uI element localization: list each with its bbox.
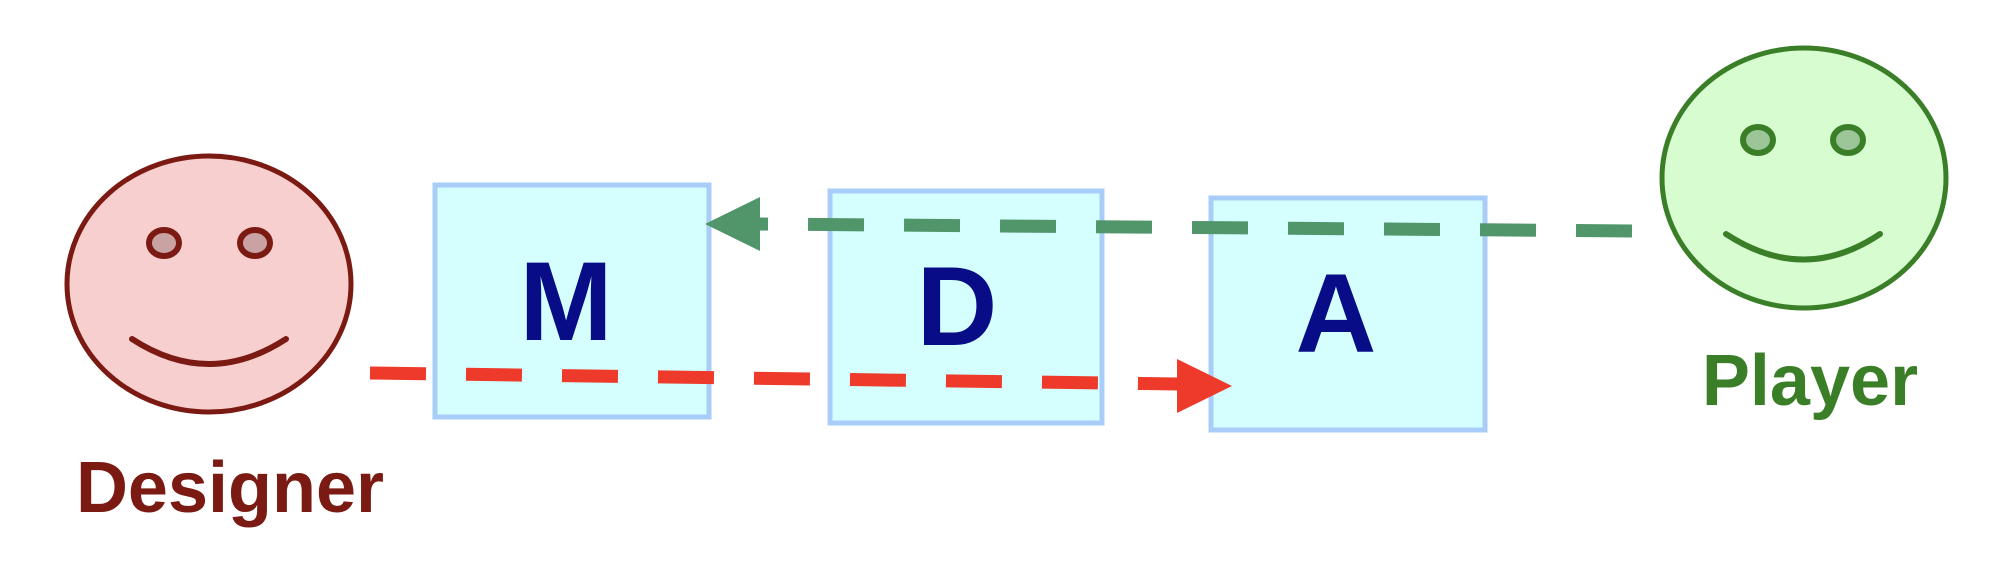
box-a-frame bbox=[1208, 195, 1488, 433]
designer-head bbox=[64, 153, 354, 415]
designer-arrow-line bbox=[369, 366, 1179, 391]
player-eye-left bbox=[1740, 124, 1776, 156]
box-a-letter: A bbox=[1296, 251, 1377, 376]
designer-label: Designer bbox=[76, 448, 384, 528]
player-smile bbox=[1723, 231, 1883, 263]
box-m-letter: M bbox=[519, 239, 612, 364]
player-arrowhead-icon bbox=[705, 197, 760, 251]
designer-eye-left bbox=[146, 227, 182, 259]
designer-smile bbox=[129, 336, 289, 367]
box-d-letter: D bbox=[917, 244, 998, 369]
player-label: Player bbox=[1702, 341, 1918, 421]
designer-arrowhead-icon bbox=[1177, 359, 1232, 413]
designer-arrow bbox=[369, 359, 1232, 413]
player-face-icon bbox=[1659, 45, 1949, 311]
designer-face-icon bbox=[64, 153, 354, 415]
player-eye-right bbox=[1830, 124, 1866, 156]
player-arrow-line bbox=[757, 217, 1633, 238]
box-a: A bbox=[1208, 195, 1488, 433]
player-head bbox=[1659, 45, 1949, 311]
designer-eye-right bbox=[237, 227, 273, 259]
player-arrow bbox=[705, 197, 1633, 251]
